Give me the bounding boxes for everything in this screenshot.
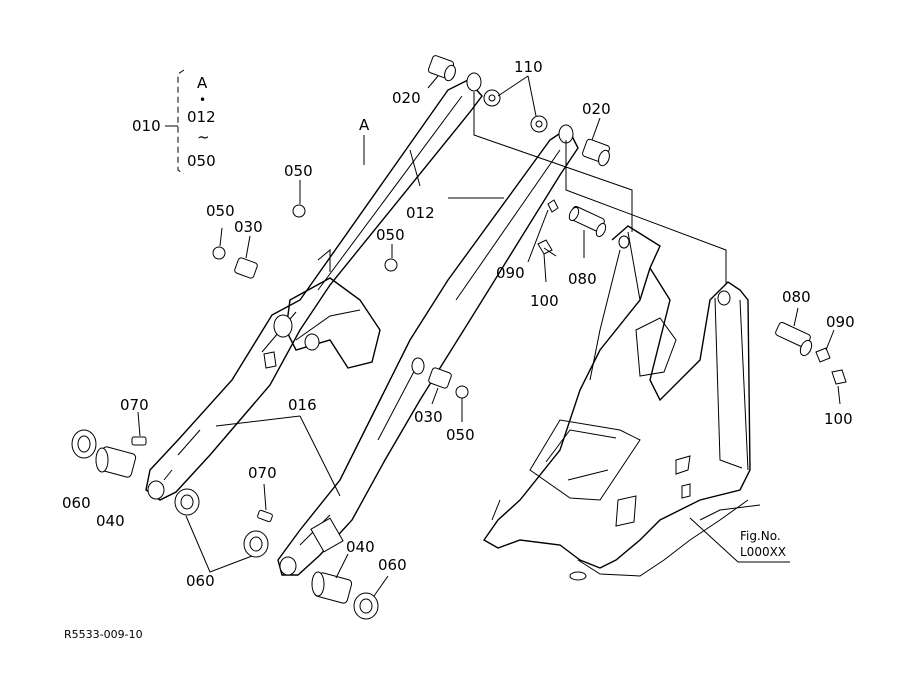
callout-020-left: 020 [392, 89, 421, 107]
callout-bracket-050: 050 [187, 152, 216, 170]
seal-060-mid [174, 488, 200, 516]
callout-040-left: 040 [96, 512, 125, 530]
callout-050-left: 050 [206, 202, 235, 220]
seal-060-bottom [243, 530, 269, 558]
bolt-100-left [537, 239, 557, 257]
cross-tube [263, 248, 381, 369]
leader-lines [137, 69, 841, 597]
callout-030-bottom: 030 [414, 408, 443, 426]
snap-ring-050-left [212, 246, 226, 260]
pin-guide-line-1 [473, 92, 633, 232]
callout-bracket-A: A [197, 74, 208, 92]
grease-090-right [815, 347, 831, 363]
pin-080-right [775, 321, 813, 357]
callout-050-bottom: 050 [446, 426, 475, 444]
callout-080-left: 080 [568, 270, 597, 288]
snap-ring-050-upper [292, 204, 306, 218]
callout-060-bottom: 060 [186, 572, 215, 590]
callout-110: 110 [514, 58, 543, 76]
callout-030-left: 030 [234, 218, 263, 236]
drawing-code: R5533-009-10 [64, 628, 143, 641]
pin-guide-line-2 [565, 140, 727, 285]
callout-bracket-dot: • [199, 93, 206, 107]
grease-070-left [131, 436, 147, 446]
callout-050-upper: 050 [284, 162, 313, 180]
callout-050-mid: 050 [376, 226, 405, 244]
callout-080-right: 080 [782, 288, 811, 306]
pin-020-left [427, 55, 456, 82]
seal-060-right [353, 592, 379, 620]
grease-090-left [547, 199, 559, 213]
callout-070-left: 070 [120, 396, 149, 414]
bushing-030-left [234, 257, 258, 279]
callout-016: 016 [288, 396, 317, 414]
loader-frame [482, 225, 761, 581]
bolt-100-right [831, 369, 847, 385]
bushing-040-bottom [311, 571, 353, 604]
callout-A-main: A [359, 116, 370, 134]
callout-090-left: 090 [496, 264, 525, 282]
figref-line1: Fig.No. [740, 529, 781, 543]
snap-ring-050-mid [384, 258, 398, 272]
callout-070-mid: 070 [248, 464, 277, 482]
callout-060-right: 060 [378, 556, 407, 574]
arm-top-bosses [466, 72, 574, 144]
arm-bottom-bosses [147, 480, 297, 576]
callout-060-left: 060 [62, 494, 91, 512]
seal-060-left [71, 429, 97, 459]
grease-070-mid [257, 509, 273, 523]
lift-arm-right [277, 126, 579, 576]
callout-bracket-012: 012 [187, 108, 216, 126]
callout-090-right: 090 [826, 313, 855, 331]
pin-080-left [568, 205, 607, 238]
callout-bracket-tilde: ~ [197, 128, 210, 146]
callout-012: 012 [406, 204, 435, 222]
figref-line2: L000XX [740, 545, 786, 559]
shim-110 [483, 89, 548, 133]
callout-020-right: 020 [582, 100, 611, 118]
callout-010: 010 [132, 117, 161, 135]
callout-100-right: 100 [824, 410, 853, 428]
callout-100-left: 100 [530, 292, 559, 310]
bushing-040-left [95, 446, 137, 478]
pin-020-right [581, 138, 611, 167]
bushing-030-bottom [411, 357, 469, 399]
callout-040-bottom: 040 [346, 538, 375, 556]
